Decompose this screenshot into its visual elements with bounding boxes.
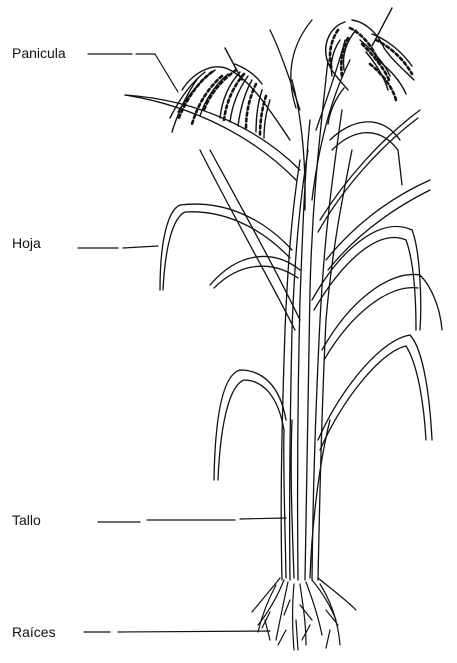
panicle-right xyxy=(326,8,414,124)
leader-line-raices xyxy=(84,631,270,632)
leaves xyxy=(125,20,442,480)
leader-lines xyxy=(78,54,286,632)
label-panicula: Panicula xyxy=(12,45,66,61)
label-tallo: Tallo xyxy=(12,512,41,528)
label-hoja: Hoja xyxy=(12,235,41,251)
label-raices: Raíces xyxy=(12,624,56,640)
leader-line-tallo xyxy=(98,518,286,522)
roots xyxy=(252,578,356,650)
leader-line-panicula xyxy=(88,54,178,92)
leader-line-hoja xyxy=(78,246,158,248)
